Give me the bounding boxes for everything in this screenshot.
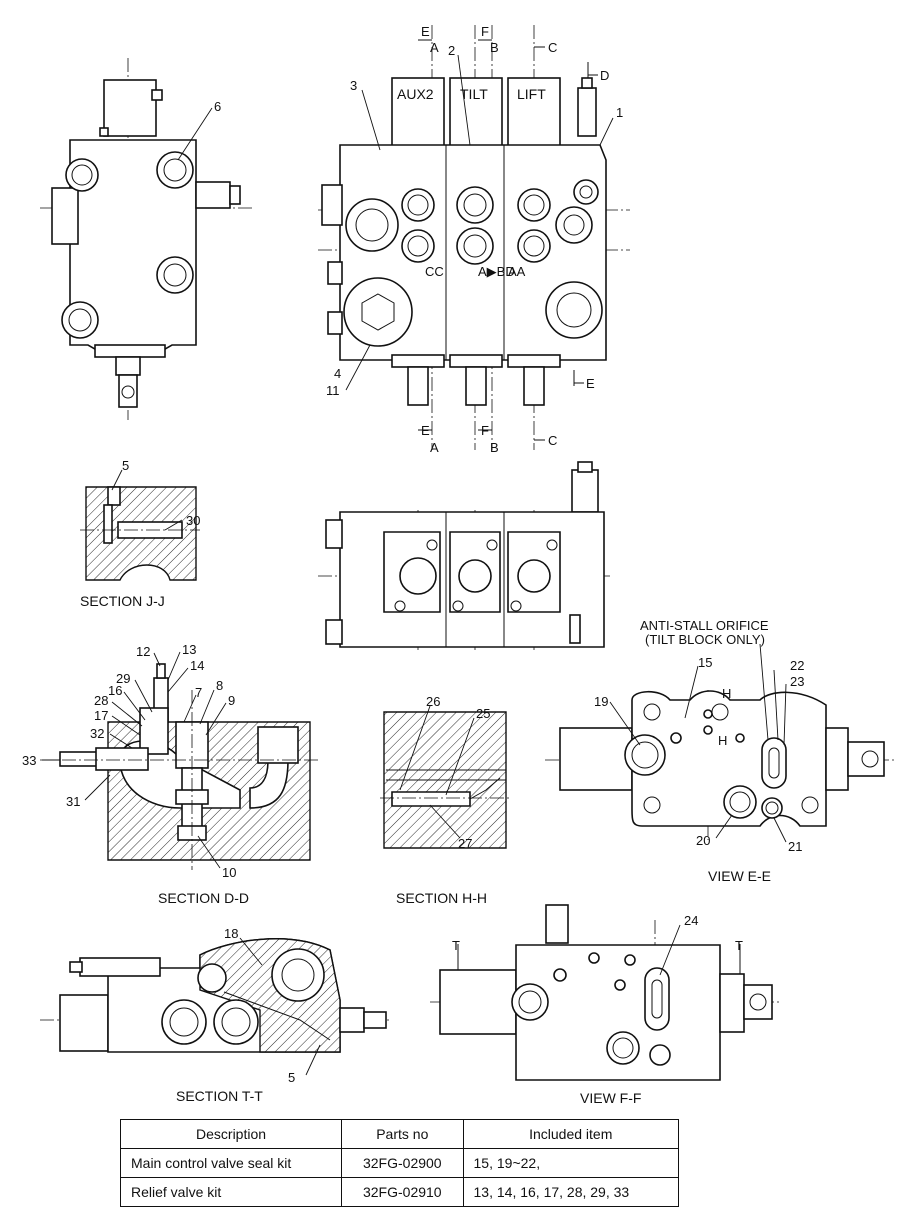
spool-label-lift: LIFT [517, 86, 546, 102]
callout-32: 32 [90, 726, 104, 741]
table-row: Relief valve kit 32FG-02910 13, 14, 16, … [119, 1177, 680, 1207]
section-mark-f-bottom: F [481, 423, 489, 438]
callout-21: 21 [788, 839, 802, 854]
caption-view-ff: VIEW F-F [580, 1090, 641, 1106]
callout-10: 10 [222, 865, 236, 880]
row2-description: Relief valve kit [119, 1177, 343, 1207]
lower-front-view [318, 461, 610, 650]
header-parts-no: Parts no [341, 1119, 464, 1149]
section-mark-h-2: H [718, 733, 727, 748]
caption-view-ee: VIEW E-E [708, 868, 771, 884]
callout-28: 28 [94, 693, 108, 708]
callout-3: 3 [350, 78, 357, 93]
callout-19: 19 [594, 694, 608, 709]
spool-label-tilt: TILT [460, 86, 488, 102]
port-mark-cc: CC [425, 264, 444, 279]
callout-2: 2 [448, 43, 455, 58]
header-included-item: Included item [462, 1119, 680, 1149]
section-mark-b-bottom: B [490, 440, 499, 455]
callout-22: 22 [790, 658, 804, 673]
caption-section-jj: SECTION J-J [80, 593, 165, 609]
side-view [40, 58, 255, 420]
callout-7: 7 [195, 685, 202, 700]
row2-included-item: 13, 14, 16, 17, 28, 29, 33 [462, 1177, 680, 1207]
header-description: Description [119, 1119, 343, 1149]
section-mark-t-left: T [452, 938, 460, 953]
section-mark-e-bottom: E [421, 423, 430, 438]
section-mark-h-1: H [722, 686, 731, 701]
table-header-row: Description Parts no Included item [119, 1119, 680, 1149]
callout-5: 5 [122, 458, 129, 473]
callout-6: 6 [214, 99, 221, 114]
valve-assembly-drawing: AUX2 TILT LIFT CC A▶BD AA E A F B C D E … [22, 24, 895, 1106]
section-mark-a-top: A [430, 40, 439, 55]
callout-30: 30 [186, 513, 200, 528]
callout-25: 25 [476, 706, 490, 721]
callout-20: 20 [696, 833, 710, 848]
section-tt [40, 938, 390, 1053]
callout-8: 8 [216, 678, 223, 693]
port-mark-aa: AA [508, 264, 526, 279]
callout-17: 17 [94, 708, 108, 723]
row1-included-item: 15, 19~22, [462, 1148, 680, 1178]
section-dd [40, 663, 320, 870]
view-ff: T T [430, 904, 780, 1081]
callout-13: 13 [182, 642, 196, 657]
section-mark-e-top: E [421, 24, 430, 39]
callouts: 1 2 3 4 11 6 5 30 12 13 14 29 16 28 17 3… [22, 43, 804, 1085]
section-mark-a-bottom: A [430, 440, 439, 455]
section-mark-c-bottom: C [548, 433, 557, 448]
row1-description: Main control valve seal kit [119, 1148, 343, 1178]
callout-1: 1 [616, 105, 623, 120]
callout-9: 9 [228, 693, 235, 708]
caption-section-hh: SECTION H-H [396, 890, 487, 906]
section-mark-e-right: E [586, 376, 595, 391]
callout-16: 16 [108, 683, 122, 698]
note-anti-stall-line2: (TILT BLOCK ONLY) [645, 632, 765, 647]
row1-parts-no: 32FG-02900 [341, 1148, 464, 1178]
view-ee: H H [545, 686, 895, 840]
note-anti-stall-line1: ANTI-STALL ORIFICE [640, 618, 769, 633]
callout-27: 27 [458, 836, 472, 851]
callout-15: 15 [698, 655, 712, 670]
section-mark-d: D [600, 68, 609, 83]
callout-23: 23 [790, 674, 804, 689]
section-mark-b-top: B [490, 40, 499, 55]
table-row: Main control valve seal kit 32FG-02900 1… [119, 1148, 680, 1178]
callout-18: 18 [224, 926, 238, 941]
callout-11: 11 [326, 383, 340, 398]
caption-section-dd: SECTION D-D [158, 890, 249, 906]
section-mark-f-top: F [481, 24, 489, 39]
row2-parts-no: 32FG-02910 [341, 1177, 464, 1207]
callout-14: 14 [190, 658, 204, 673]
callout-26: 26 [426, 694, 440, 709]
section-mark-c-top: C [548, 40, 557, 55]
callout-4: 4 [334, 366, 341, 381]
callout-31: 31 [66, 794, 80, 809]
section-hh [380, 711, 512, 849]
callout-24: 24 [684, 913, 698, 928]
spool-label-aux2: AUX2 [397, 86, 434, 102]
callout-5-tt: 5 [288, 1070, 295, 1085]
parts-table: Description Parts no Included item Main … [119, 1119, 680, 1207]
port-mark-abd: A▶BD [478, 264, 515, 279]
callout-12: 12 [136, 644, 150, 659]
section-jj [80, 486, 200, 581]
callout-29: 29 [116, 671, 130, 686]
caption-section-tt: SECTION T-T [176, 1088, 263, 1104]
captions: SECTION J-J SECTION D-D SECTION H-H VIEW… [80, 593, 771, 1106]
section-mark-t-right: T [735, 938, 743, 953]
front-view: AUX2 TILT LIFT CC A▶BD AA E A F B C D E … [318, 24, 630, 455]
callout-33: 33 [22, 753, 36, 768]
